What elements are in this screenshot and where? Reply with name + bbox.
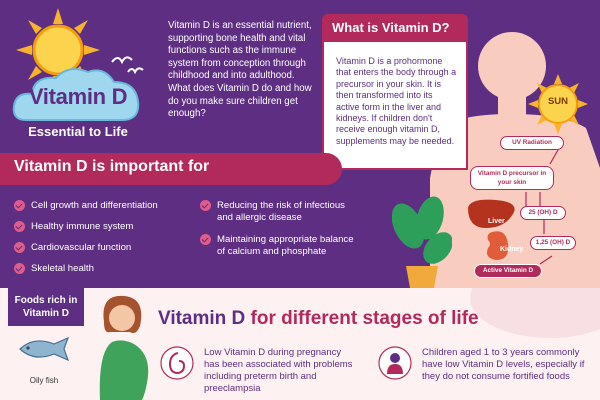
pregnant-woman-illustration — [99, 295, 149, 400]
sun-icon — [16, 8, 100, 92]
list-item: Skeletal health — [14, 263, 194, 284]
what-is-box: Vitamin D is a prohormone that enters th… — [322, 42, 468, 170]
what-is-body: Vitamin D is a prohormone that enters th… — [336, 56, 457, 146]
stages-title: Vitamin D for different stages of life — [158, 308, 479, 329]
cloud-icon — [12, 68, 140, 121]
intro-text: Vitamin D is an essential nutrient, supp… — [168, 20, 312, 120]
hero-subtitle: Essential to Life — [28, 124, 128, 139]
hero-title: Vitamin D — [28, 84, 128, 109]
check-icon — [14, 242, 25, 253]
list-item: Cell growth and differentiation — [14, 200, 194, 221]
foods-title: Foods rich in Vitamin D — [8, 288, 84, 326]
important-band — [0, 153, 342, 185]
125-oh-d-label: 1,25 (OH) D — [530, 236, 576, 250]
check-icon — [200, 200, 211, 211]
decorative-circle — [470, 288, 600, 338]
top-panel: Vitamin D Essential to Life Vitamin D is… — [0, 0, 600, 288]
pregnancy-icon — [160, 346, 194, 380]
arrows — [525, 149, 559, 265]
sun-label: SUN — [547, 96, 569, 107]
fish-icon — [19, 336, 70, 362]
organs — [468, 199, 515, 260]
check-icon — [14, 263, 25, 274]
active-vitamin-d-label: Active Vitamin D — [474, 264, 542, 278]
child-icon — [378, 346, 412, 380]
precursor-label: Vitamin D precursor in your skin — [470, 166, 554, 190]
what-is-heading: What is Vitamin D? — [322, 14, 468, 42]
plant-icon — [392, 196, 452, 288]
bottom-panel: Foods rich in Vitamin D Oily fish Vitami… — [0, 288, 600, 400]
kidney-label: Kidney — [500, 246, 524, 253]
list-item: Healthy immune system — [14, 221, 194, 242]
liver-icon — [468, 199, 515, 228]
uv-radiation-label: UV Radiation — [500, 136, 564, 150]
liver-label: Liver — [488, 218, 505, 225]
important-list-right: Reducing the risk of infectious and alle… — [200, 200, 360, 268]
children-text: Children aged 1 to 3 years commonly have… — [422, 347, 585, 382]
list-item: Maintaining appropriate balance of calci… — [200, 234, 360, 258]
kidney-icon — [487, 231, 509, 260]
bird-icon — [111, 56, 144, 75]
check-icon — [14, 200, 25, 211]
pregnancy-text: Low Vitamin D during pregnancy has been … — [204, 347, 353, 394]
list-item: Cardiovascular function — [14, 242, 194, 263]
important-list-left: Cell growth and differentiation Healthy … — [14, 200, 194, 284]
sun-icon — [528, 74, 588, 134]
25-oh-d-label: 25 (OH) D — [520, 206, 566, 220]
check-icon — [14, 221, 25, 232]
important-title: Vitamin D is important for — [14, 158, 210, 175]
list-item: Reducing the risk of infectious and alle… — [200, 200, 360, 224]
food-item-oily-fish: Oily fish — [29, 376, 59, 385]
check-icon — [200, 234, 211, 245]
